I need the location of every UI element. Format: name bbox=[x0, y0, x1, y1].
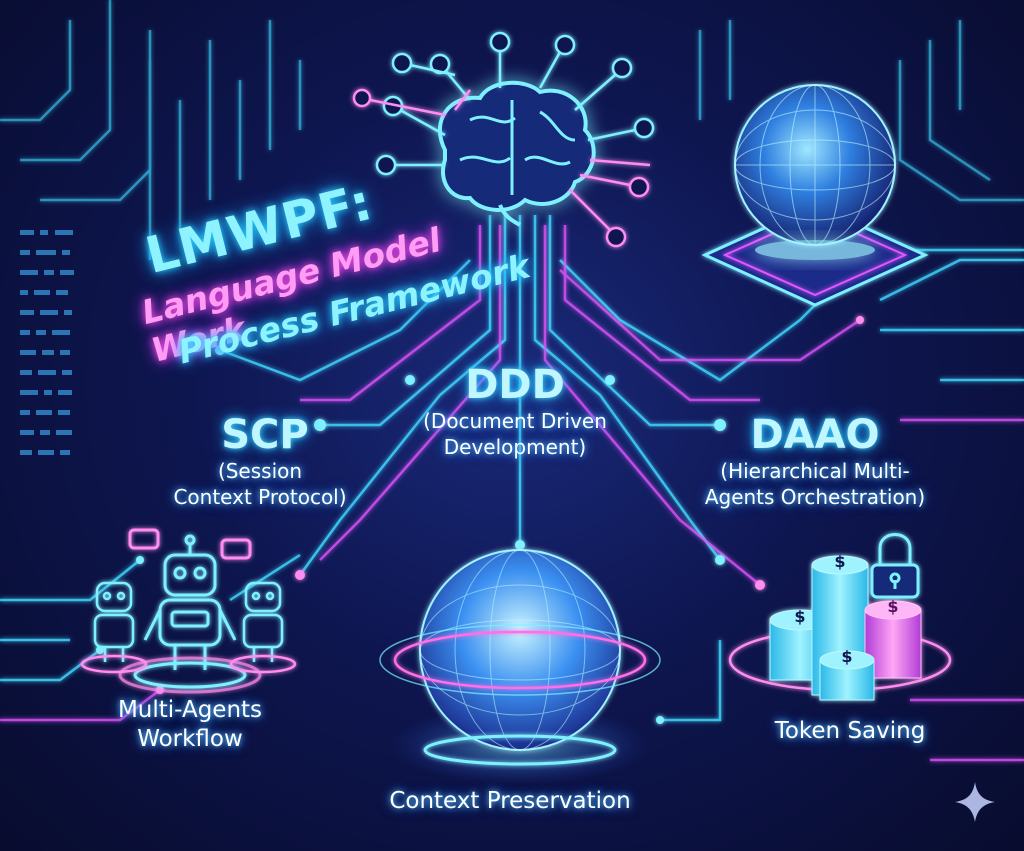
ddd-description-line-2: Development) bbox=[443, 435, 587, 459]
coin-stack-icon bbox=[728, 533, 952, 701]
globe-icon bbox=[701, 84, 929, 307]
scp-description-line-2: Context Protocol) bbox=[173, 485, 347, 509]
robot-icon bbox=[118, 528, 262, 694]
daao-name: DAAO bbox=[750, 412, 880, 458]
sparkle-icon bbox=[955, 782, 995, 822]
coin-dollar-sign: $ bbox=[887, 597, 899, 616]
coin-dollar-sign: $ bbox=[841, 647, 853, 666]
brain-icon bbox=[438, 80, 596, 227]
binary-stream bbox=[20, 230, 74, 455]
context-preservation-label: Context Preservation bbox=[389, 788, 631, 814]
scp-description-line-1: (Session bbox=[217, 459, 303, 483]
robot-icon bbox=[229, 581, 297, 674]
coin-dollar-sign: $ bbox=[794, 607, 806, 626]
brain-connectors bbox=[352, 31, 655, 248]
multi-agents-label-line-2: Workflow bbox=[137, 726, 243, 752]
padlock-icon bbox=[870, 533, 920, 599]
scp-name: SCP bbox=[221, 412, 309, 458]
circuit-nodes bbox=[96, 316, 864, 724]
coin-dollar-sign: $ bbox=[834, 552, 846, 571]
ddd-description-line-1: (Document Driven bbox=[423, 409, 607, 433]
daao-description-line-1: (Hierarchical Multi- bbox=[720, 459, 910, 483]
token-saving-label: Token Saving bbox=[774, 718, 926, 744]
globe-icon bbox=[379, 549, 661, 785]
daao-description-line-2: Agents Orchestration) bbox=[704, 485, 926, 509]
ddd-name: DDD bbox=[465, 362, 565, 408]
robot-icon bbox=[80, 581, 148, 674]
multi-agents-label-line-1: Multi-Agents bbox=[117, 697, 263, 723]
